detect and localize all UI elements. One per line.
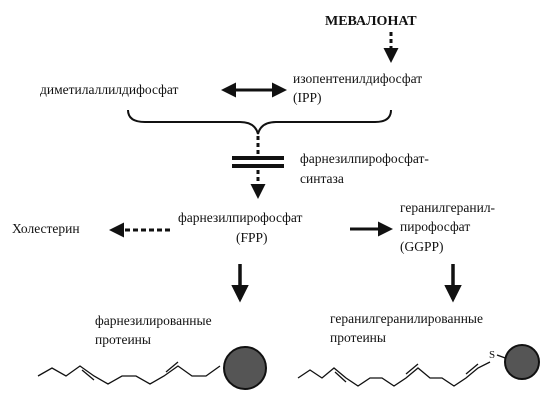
sulfur-atom-right: S [489,349,495,361]
fpp-synthase-label-line2: синтаза [300,171,344,186]
geranylgeranyl-chain [297,361,491,387]
geranylgeranylated-protein-sphere [504,344,540,380]
farnesyl-double-bond-2 [165,361,179,373]
ipp-name-label: изопентенилдифосфат [293,71,422,86]
geranylgeranyl-double-bond-3 [465,363,479,375]
ggpp-abbr-label: (GGPP) [400,239,444,254]
mevalonate-label: МЕВАЛОНАТ [325,14,417,29]
farnesylated-proteins-line2: протеины [95,332,151,347]
geranylgeranylated-proteins-line2: протеины [330,330,386,345]
fpp-abbr-label: (FPP) [236,230,268,245]
geranylgeranyl-double-bond-2 [405,363,419,375]
dmapp-label: диметилаллилдифосфат [40,82,179,97]
enzyme-bar-bottom [232,164,284,168]
ggpp-label-line2: пирофосфат [400,219,470,234]
farnesyl-chain [37,365,221,385]
farnesylated-proteins-line1: фарнезилированные [95,313,212,328]
ipp-abbr-label: (IPP) [293,90,322,105]
geranylgeranylated-proteins-line1: геранилгеранилированные [330,311,483,326]
farnesylated-protein-sphere [223,346,267,390]
farnesyl-double-bond-1 [81,369,95,381]
fpp-synthase-label-line1: фарнезилпирофосфат- [300,151,429,166]
cholesterol-label: Холестерин [12,221,80,236]
ggpp-label-line1: геранилгеранил- [400,200,496,215]
fpp-name-label: фарнезилпирофосфат [178,210,302,225]
geranylgeranyl-double-bond-1 [334,371,347,383]
enzyme-bar-top [232,156,284,160]
combine-brace [127,109,392,135]
